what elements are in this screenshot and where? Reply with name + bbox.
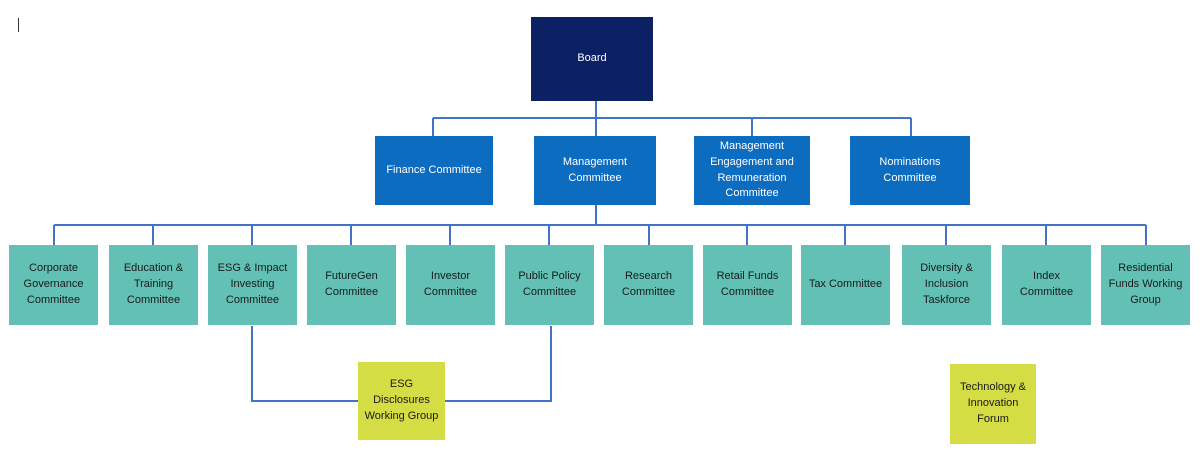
corporate-governance-committee-box: Corporate Governance Committee xyxy=(9,245,98,325)
text-cursor xyxy=(18,18,19,32)
management-committee-box: Management Committee xyxy=(534,136,656,205)
connector-management-to-subcommittees xyxy=(53,205,1147,245)
residential-funds-working-group-box: Residential Funds Working Group xyxy=(1101,245,1190,325)
connector-board-to-committees xyxy=(432,101,912,136)
management-engagement-remuneration-committee-box: Management Engagement and Remuneration C… xyxy=(694,136,810,205)
tax-committee-box: Tax Committee xyxy=(801,245,890,325)
index-committee-box: Index Committee xyxy=(1002,245,1091,325)
education-training-committee-box: Education & Training Committee xyxy=(109,245,198,325)
futuregen-committee-box: FutureGen Committee xyxy=(307,245,396,325)
diversity-inclusion-taskforce-box: Diversity & Inclusion Taskforce xyxy=(902,245,991,325)
research-committee-box: Research Committee xyxy=(604,245,693,325)
public-policy-committee-box: Public Policy Committee xyxy=(505,245,594,325)
esg-impact-investing-committee-box: ESG & Impact Investing Committee xyxy=(208,245,297,325)
investor-committee-box: Investor Committee xyxy=(406,245,495,325)
nominations-committee-box: Nominations Committee xyxy=(850,136,970,205)
retail-funds-committee-box: Retail Funds Committee xyxy=(703,245,792,325)
finance-committee-box: Finance Committee xyxy=(375,136,493,205)
connector-esg-working-group xyxy=(251,326,552,402)
esg-disclosures-working-group-box: ESG Disclosures Working Group xyxy=(358,362,445,440)
board-box: Board xyxy=(531,17,653,101)
technology-innovation-forum-box: Technology & Innovation Forum xyxy=(950,364,1036,444)
